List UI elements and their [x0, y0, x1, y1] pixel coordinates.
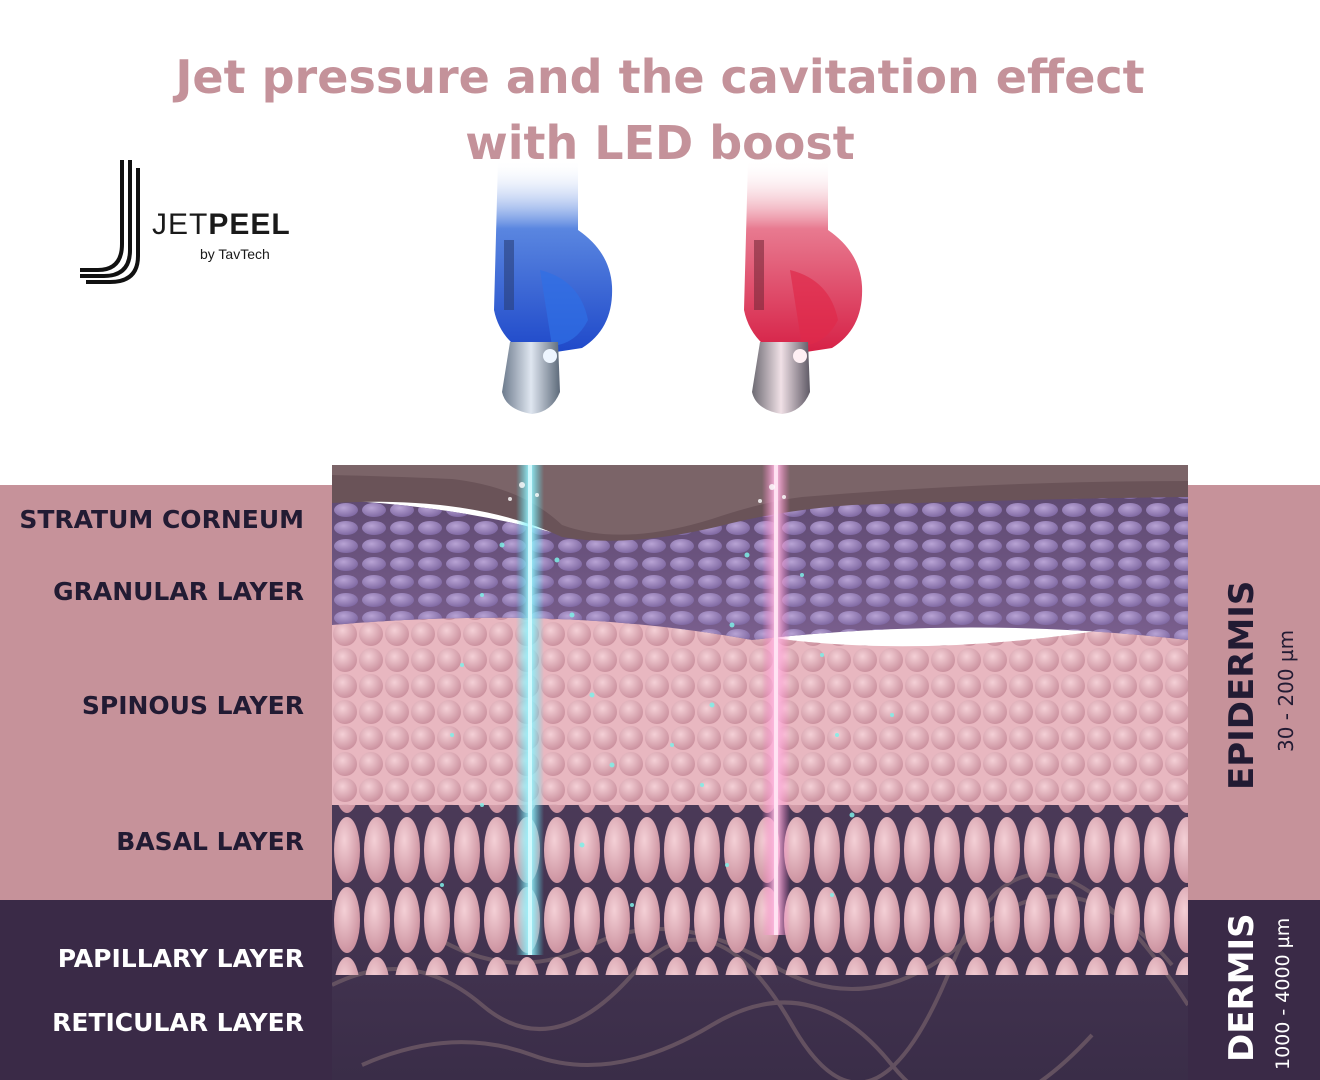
logo-by-line: by TavTech	[200, 246, 270, 262]
dermis-zone-panel	[1188, 900, 1320, 1080]
title-line-1: Jet pressure and the cavitation effect	[175, 50, 1145, 104]
red-handpiece-icon	[744, 160, 863, 414]
zone-epidermis-range: 30 - 200 µm	[1274, 629, 1298, 752]
logo-wordmark: JETPEEL	[152, 208, 291, 242]
label-basal-layer: BASAL LAYER	[116, 827, 304, 856]
label-reticular-layer: RETICULAR LAYER	[52, 1008, 304, 1037]
label-papillary-layer: PAPILLARY LAYER	[57, 944, 304, 973]
skin-cross-section	[332, 465, 1188, 1080]
zone-dermis-range: 1000 - 4000 µm	[1272, 917, 1294, 1070]
label-stratum-corneum: STRATUM CORNEUM	[19, 505, 304, 534]
zone-epidermis: EPIDERMIS	[1222, 580, 1262, 790]
blue-handpiece-icon	[494, 160, 613, 414]
logo-name-bold: PEEL	[208, 208, 291, 241]
dermis-label-panel	[0, 900, 332, 1080]
epidermis-zone-panel	[1188, 485, 1320, 900]
epidermis-label-panel	[0, 485, 332, 900]
zone-dermis: DERMIS	[1222, 913, 1262, 1062]
label-granular-layer: GRANULAR LAYER	[53, 577, 304, 606]
logo-name-light: JET	[152, 208, 209, 241]
label-spinous-layer: SPINOUS LAYER	[81, 691, 304, 720]
jetpeel-logo-icon	[80, 160, 140, 284]
